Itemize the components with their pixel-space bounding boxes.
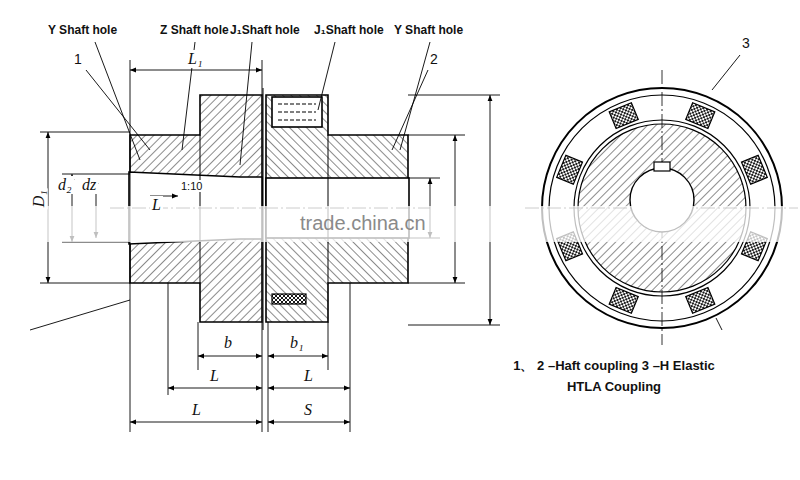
callout-number: 2: [428, 52, 440, 67]
watermark: trade.china.cn: [300, 212, 426, 234]
dimension-label: S: [302, 401, 314, 419]
taper-label: 1:10: [180, 180, 203, 192]
shaft-hole-label: Y Shaft hole: [48, 24, 117, 37]
dimension-label: L₁: [186, 50, 204, 68]
dimension-label: L: [302, 367, 315, 385]
shaft-hole-label: Z Shaft hole: [160, 24, 229, 37]
shaft-hole-label: Y Shaft hole: [394, 24, 463, 37]
dimension-label: b₁: [288, 334, 306, 352]
callout-number: 3: [740, 36, 752, 51]
dimension-lines: [40, 60, 500, 432]
dimension-label: L: [190, 401, 203, 419]
dimension-label: L: [150, 196, 163, 214]
dimension-label: d₂: [56, 176, 74, 194]
watermark-band: [0, 206, 800, 242]
dimension-label: D₁: [30, 188, 48, 209]
shaft-hole-label: J₁Shaft hole: [314, 24, 384, 37]
callout-number: 1: [72, 52, 84, 67]
caption: 1、 2 –Haft coupling 3 –H Elastic HTLA Co…: [498, 356, 730, 398]
dimension-label: L: [208, 367, 221, 385]
dimension-label: b: [222, 334, 234, 352]
dimension-label: dz: [80, 176, 98, 194]
shaft-hole-label: J₁Shaft hole: [230, 24, 300, 37]
